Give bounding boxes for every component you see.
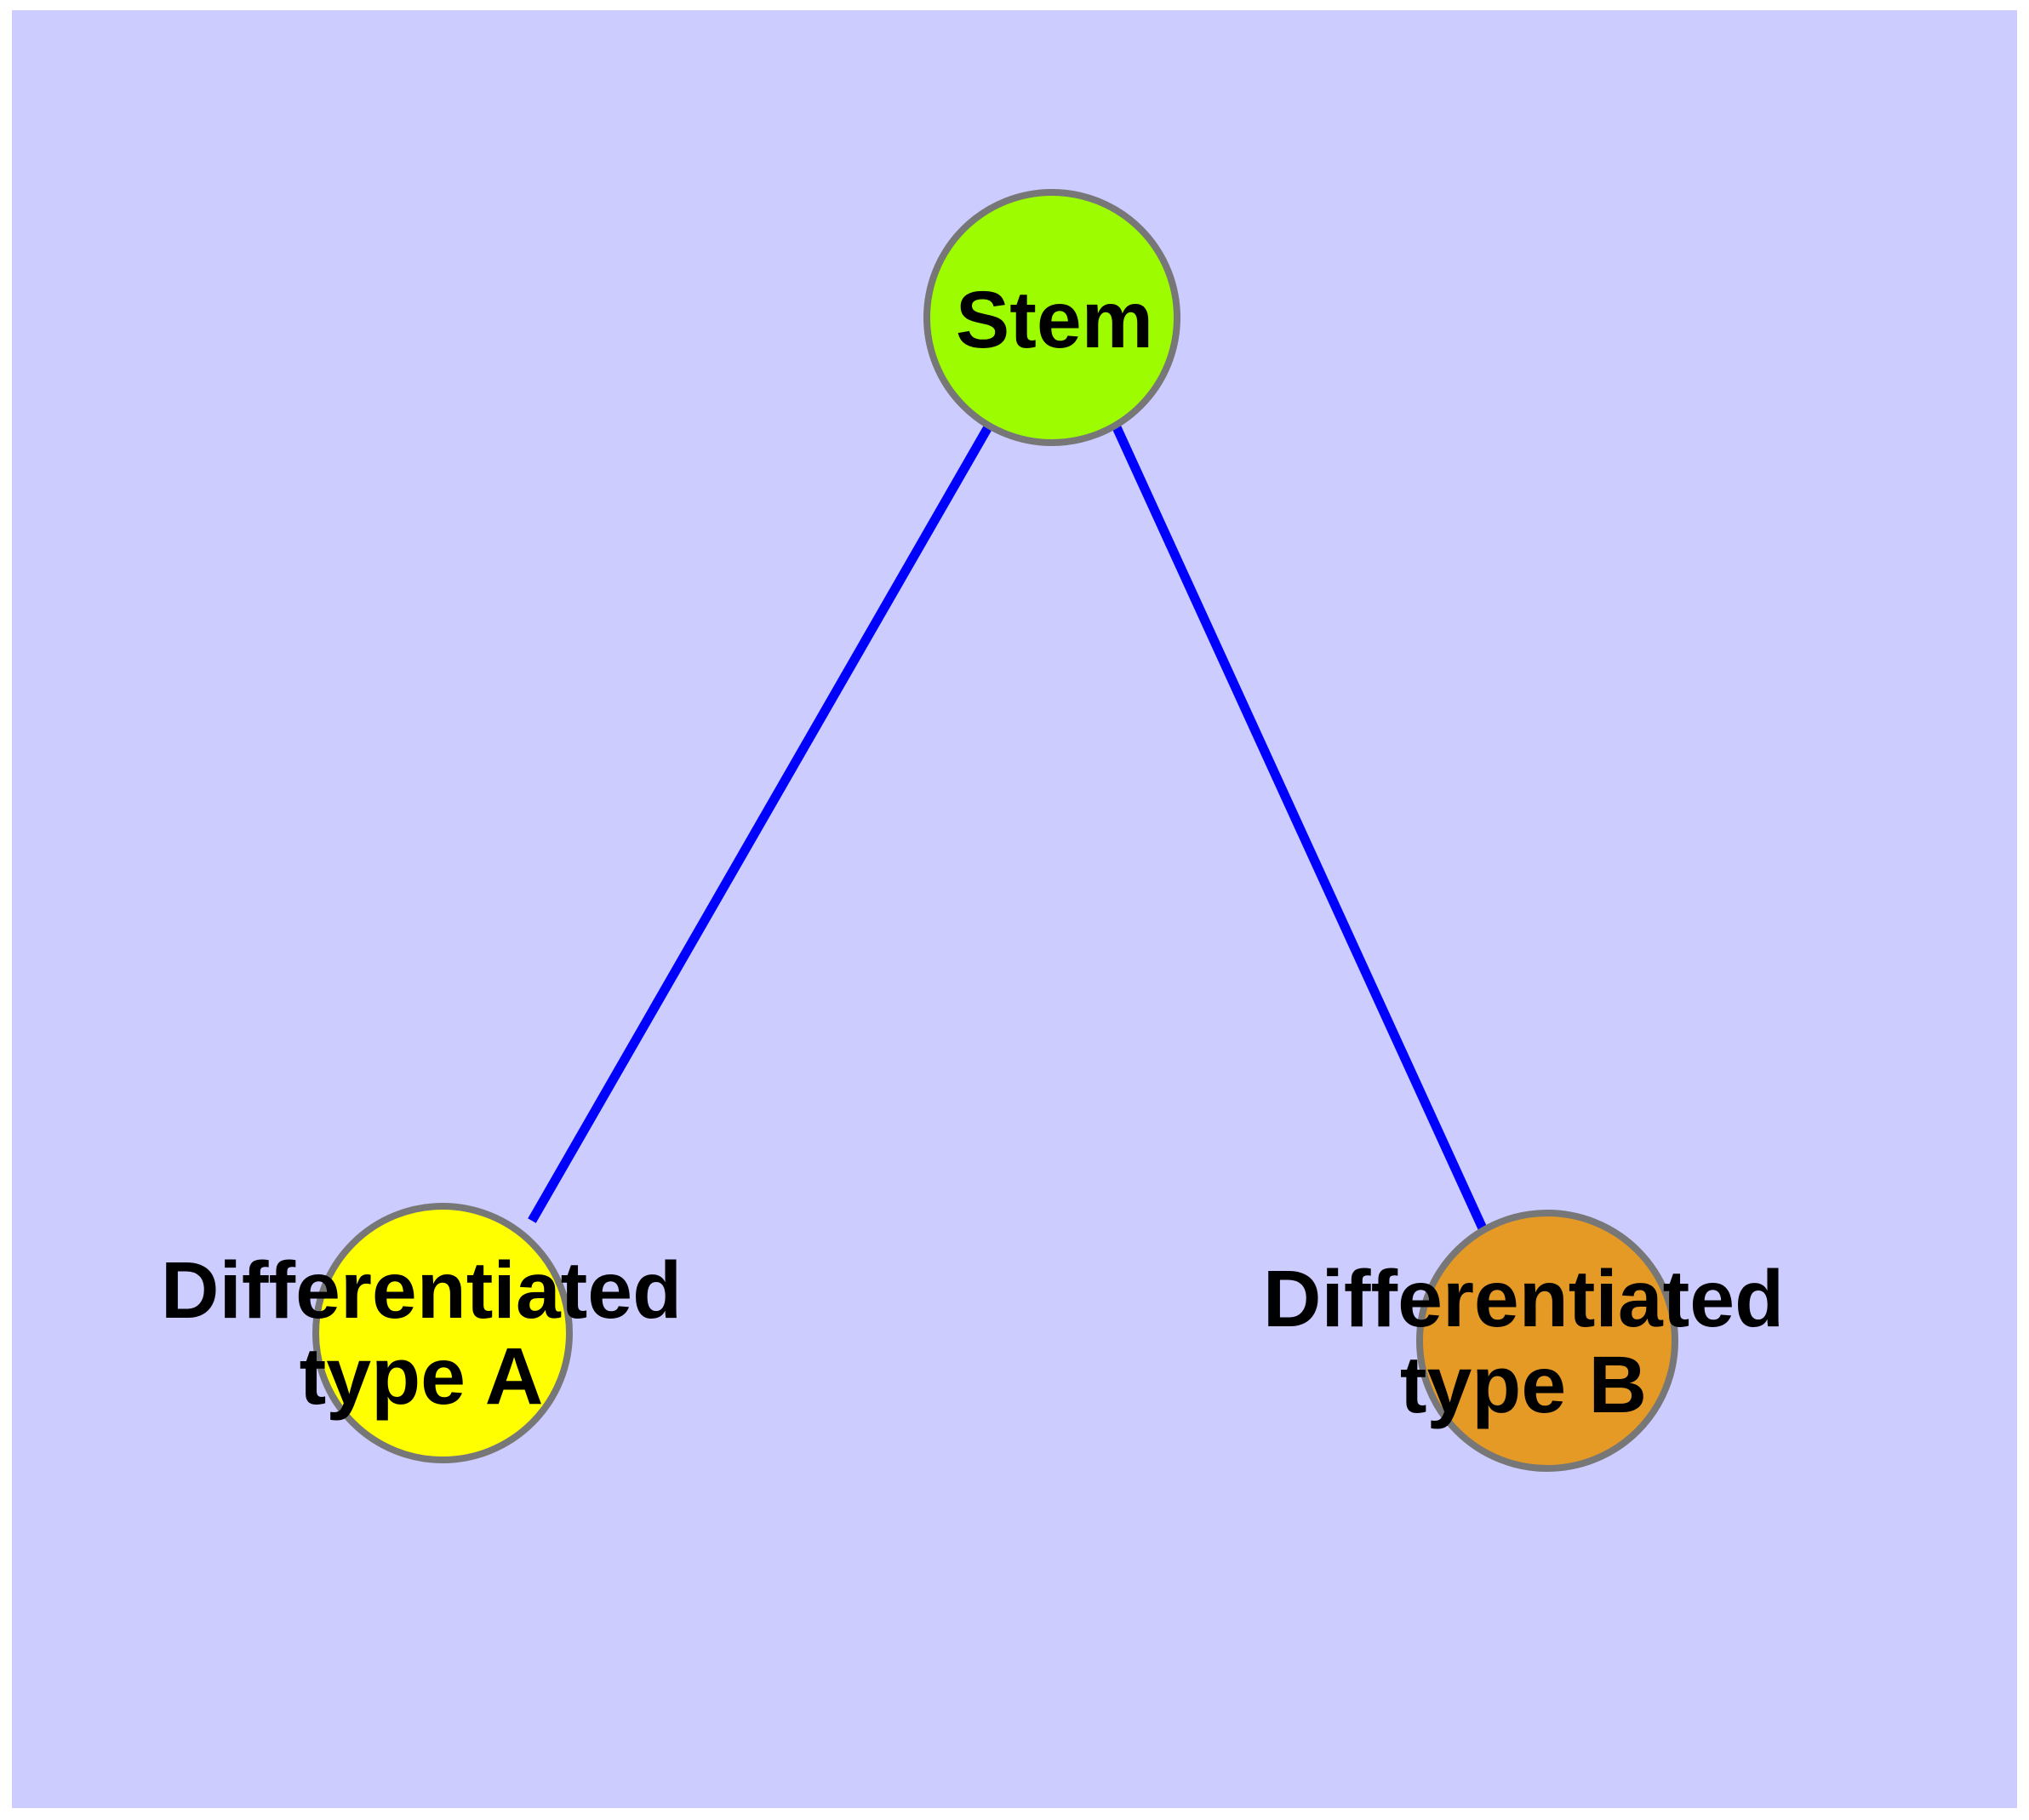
node-differentiated-type-a[interactable]	[312, 1203, 573, 1463]
edges-layer	[528, 423, 1488, 1231]
node-label-line: type B	[1400, 1340, 1647, 1430]
node-circle-differentiated-type-b[interactable]	[1416, 1210, 1678, 1472]
edge-stem-to-differentiated-type-a[interactable]	[528, 423, 993, 1223]
node-label-stem: Stem	[956, 275, 1153, 365]
node-label-line: type A	[300, 1331, 544, 1422]
node-label-line: Differentiated	[161, 1245, 682, 1336]
edge-stem-to-differentiated-type-b[interactable]	[1112, 425, 1488, 1231]
nodes-layer	[312, 189, 1678, 1472]
node-label-line: Differentiated	[1263, 1254, 1784, 1344]
node-circle-differentiated-type-a[interactable]	[312, 1203, 573, 1463]
node-circle-stem[interactable]	[923, 189, 1180, 446]
node-stem[interactable]	[923, 189, 1180, 446]
node-label-line: Stem	[956, 275, 1153, 365]
node-differentiated-type-b[interactable]	[1416, 1210, 1678, 1472]
